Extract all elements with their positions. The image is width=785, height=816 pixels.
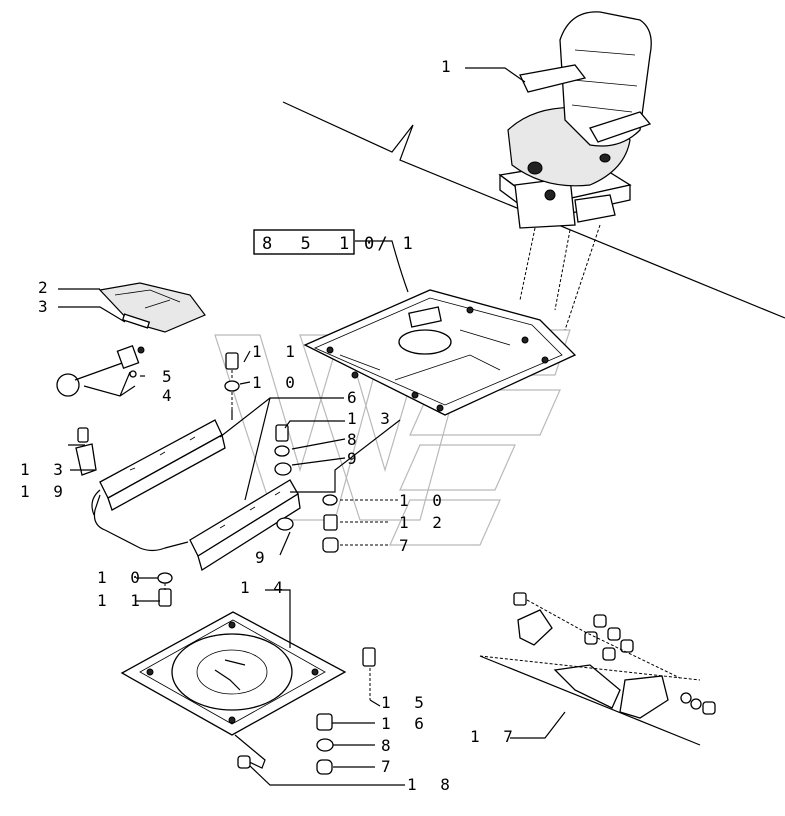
callout-label: 4 [162, 386, 179, 405]
callout-label: 1 1 [252, 342, 302, 361]
reference-box-left: 8 5 1 / [262, 234, 397, 254]
callout-label: 1 3 [347, 409, 397, 428]
seat-assembly [498, 11, 652, 229]
callout-label: 8 [347, 430, 364, 449]
callout-label: 1 9 [20, 482, 70, 501]
callout-label: 1 7 [470, 727, 520, 746]
separator-line-lower [479, 655, 701, 746]
callout-label: 1 0 [252, 373, 302, 392]
callout-label: 3 [38, 297, 55, 316]
reference-box-right: 0 1 [364, 234, 422, 254]
callout-label: 1 0 [97, 568, 147, 587]
callout-label: 1 4 [240, 578, 290, 597]
callout-label: 7 [399, 536, 416, 555]
callout-label: 9 [347, 449, 364, 468]
callout-label: 5 [162, 367, 179, 386]
callout-label: 6 [347, 388, 364, 407]
leader-lines [58, 67, 701, 786]
callout-label: 1 3 [20, 460, 70, 479]
fasteners [75, 352, 376, 775]
callout-label: 8 [381, 736, 398, 755]
swivel-plate [120, 611, 347, 769]
callout-label: 1 [441, 57, 458, 76]
slide-rails [91, 419, 301, 572]
callout-label: 1 8 [407, 775, 457, 794]
seat-belt-kit [513, 592, 716, 719]
callout-label: 7 [381, 757, 398, 776]
callout-labels: 1 2 3 4 5 6 7 7 8 8 9 9 1 0 1 0 1 0 1 1 … [20, 57, 520, 794]
callout-label: 1 6 [381, 714, 431, 733]
callout-label: 2 [38, 278, 55, 297]
callout-label: 1 1 [97, 591, 147, 610]
seat-base-plate [303, 289, 577, 416]
reference-box: 8 5 1 / 0 1 [253, 229, 422, 255]
callout-label: 1 5 [381, 693, 431, 712]
callout-label: 1 2 [399, 513, 449, 532]
cushion-part [98, 282, 206, 333]
adjustment-knob [56, 344, 145, 397]
callout-label: 1 0 [399, 491, 449, 510]
callout-label: 9 [255, 548, 272, 567]
